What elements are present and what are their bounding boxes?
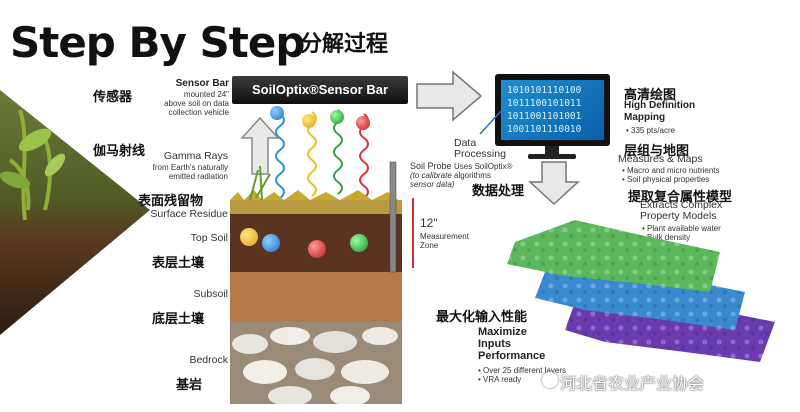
mapping-label-cn: 高清绘图 — [624, 88, 677, 103]
up-arrow-icon — [240, 116, 280, 175]
soil-photo — [0, 90, 150, 335]
maximize-label-en: Maximize Inputs Performance — [478, 326, 546, 362]
measurement-zone: Measurement Zone — [420, 232, 469, 250]
layered-maps — [507, 220, 775, 362]
soil-column — [230, 109, 402, 404]
gamma-wave-blue — [275, 113, 285, 199]
isotope-ball-top-cs — [270, 106, 284, 120]
measures-bullets: • Macro and micro nutrients • Soil physi… — [622, 166, 720, 184]
measures-label-en: Measures & Maps — [618, 153, 703, 165]
processing-label: Data Processing — [454, 137, 506, 160]
processing-label-cn: 数据处理 — [472, 184, 525, 199]
residue-label-cn: 表面残留物 — [138, 194, 204, 209]
subsoil-label-en: Subsoil — [193, 288, 228, 300]
monitor-base — [528, 154, 576, 159]
residue-label-en: Surface Residue — [150, 208, 228, 220]
mapping-label-en: High Definition Mapping — [624, 100, 696, 123]
topsoil-label-cn: 表层土壤 — [152, 256, 205, 271]
processing-desc: Uses SoilOptix® algorithms — [454, 162, 513, 180]
gamma-label-cn: 伽马射线 — [93, 144, 146, 159]
isotope-ball-k — [240, 228, 258, 246]
wechat-icon — [542, 372, 558, 388]
monitor-screen: 1010101110100 1011100101011 101100110100… — [495, 74, 610, 146]
bedrock-label-en: Bedrock — [189, 354, 228, 366]
isotope-ball-top-k — [302, 114, 316, 128]
probe-label: Soil Probe (to calibrate sensor data) — [410, 161, 455, 190]
isotope-ball-top-th — [356, 116, 370, 130]
monitor-stand — [545, 146, 559, 156]
isotope-ball-u — [350, 234, 368, 252]
maximize-label-cn: 最大化输入性能 — [436, 310, 528, 325]
models-label-cn: 提取复合属性模型 — [628, 190, 733, 205]
measurement-arrow — [412, 198, 414, 268]
isotope-ball-top-u — [330, 110, 344, 124]
isotope-ball-th — [308, 240, 326, 258]
models-bullets: • Plant available water • Bulk density — [642, 224, 721, 242]
page-title: Step By Step — [10, 18, 305, 67]
gamma-desc: from Earth's naturally emitted radiation — [152, 163, 228, 181]
mapping-bullet: • 335 pts/acre — [626, 126, 676, 135]
bedrock-label-cn: 基岩 — [176, 378, 203, 393]
page-title-cn: 分解过程 — [300, 32, 389, 57]
sensor-bar: SoilOptix®Sensor Bar — [232, 76, 408, 104]
down-arrow-icon — [528, 161, 580, 206]
sensor-desc: mounted 24" above soil on data collectio… — [164, 90, 229, 117]
sensor-label-en: Sensor Bar — [175, 78, 229, 89]
models-label-en: Extracts Complex Property Models — [640, 199, 723, 222]
topsoil-label-en: Top Soil — [190, 232, 228, 244]
measures-label-cn: 层组与地图 — [624, 144, 690, 159]
isotope-ball-cs — [262, 234, 280, 252]
sensor-label-cn: 传感器 — [93, 90, 133, 105]
right-arrow-icon — [416, 70, 483, 122]
pointer-line — [479, 109, 503, 135]
subsoil-label-cn: 底层土壤 — [152, 312, 205, 327]
binary-display: 1010101110100 1011100101011 101100110100… — [501, 80, 604, 140]
gamma-label-en: Gamma Rays — [163, 150, 228, 162]
maximize-bullets: • Over 25 different layers • VRA ready — [478, 366, 567, 384]
watermark: 河北省农业产业协会 — [560, 374, 705, 393]
measurement-depth: 12" — [420, 216, 438, 230]
